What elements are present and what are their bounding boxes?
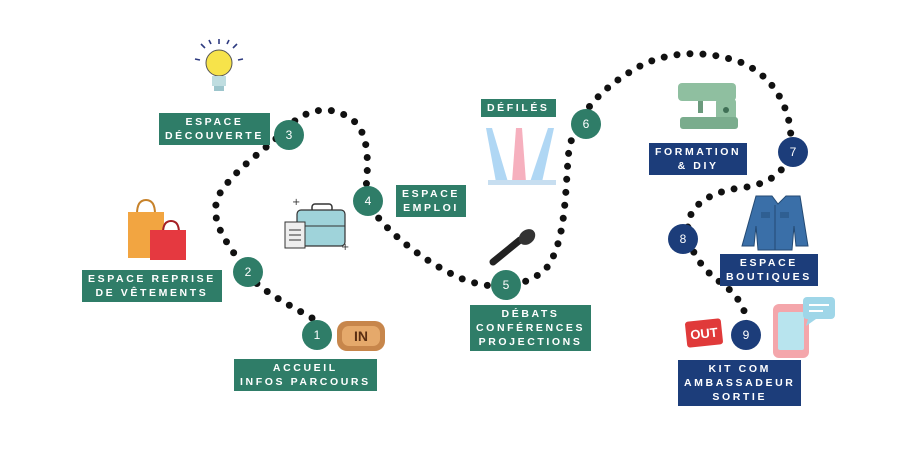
out-badge-icon: OUT [685,318,723,348]
microphone-icon [489,229,536,266]
station-6-label: DÉFILÉS [481,99,556,117]
station-5-number: 5 [491,270,521,300]
spotlights-icon [486,128,556,185]
shopping-bags-icon [128,198,186,260]
dotted-route [212,50,795,336]
station-2-number: 2 [233,257,263,287]
station-9-label: KIT COM AMBASSADEUR SORTIE [678,360,802,406]
station-3-number: 3 [274,120,304,150]
station-6-number: 6 [571,109,601,139]
in-badge-text: IN [354,328,368,344]
briefcase-icon: + + [284,197,349,253]
station-4-label: ESPACE EMPLOI [396,185,466,217]
out-badge-text: OUT [690,325,719,343]
sewing-machine-icon [678,83,738,129]
svg-text:+: + [292,197,300,208]
in-badge-icon: IN [337,321,385,351]
station-5-label: DÉBATS CONFÉRENCES PROJECTIONS [470,305,592,351]
station-2-label: ESPACE REPRISE DE VÊTEMENTS [82,270,222,302]
svg-text:+: + [341,242,349,253]
denim-jacket-icon [741,195,809,251]
station-7-number: 7 [778,137,808,167]
station-3-label: ESPACE DÉCOUVERTE [159,113,270,145]
station-1-label: ACCUEIL INFOS PARCOURS [234,359,377,391]
phone-chat-icon [773,297,835,358]
station-8-number: 8 [668,224,698,254]
station-4-number: 4 [353,186,383,216]
station-1-number: 1 [302,320,332,350]
lightbulb-icon [194,39,244,91]
station-9-number: 9 [731,320,761,350]
station-7-label: FORMATION & DIY [649,143,748,175]
station-8-label: ESPACE BOUTIQUES [720,254,818,286]
